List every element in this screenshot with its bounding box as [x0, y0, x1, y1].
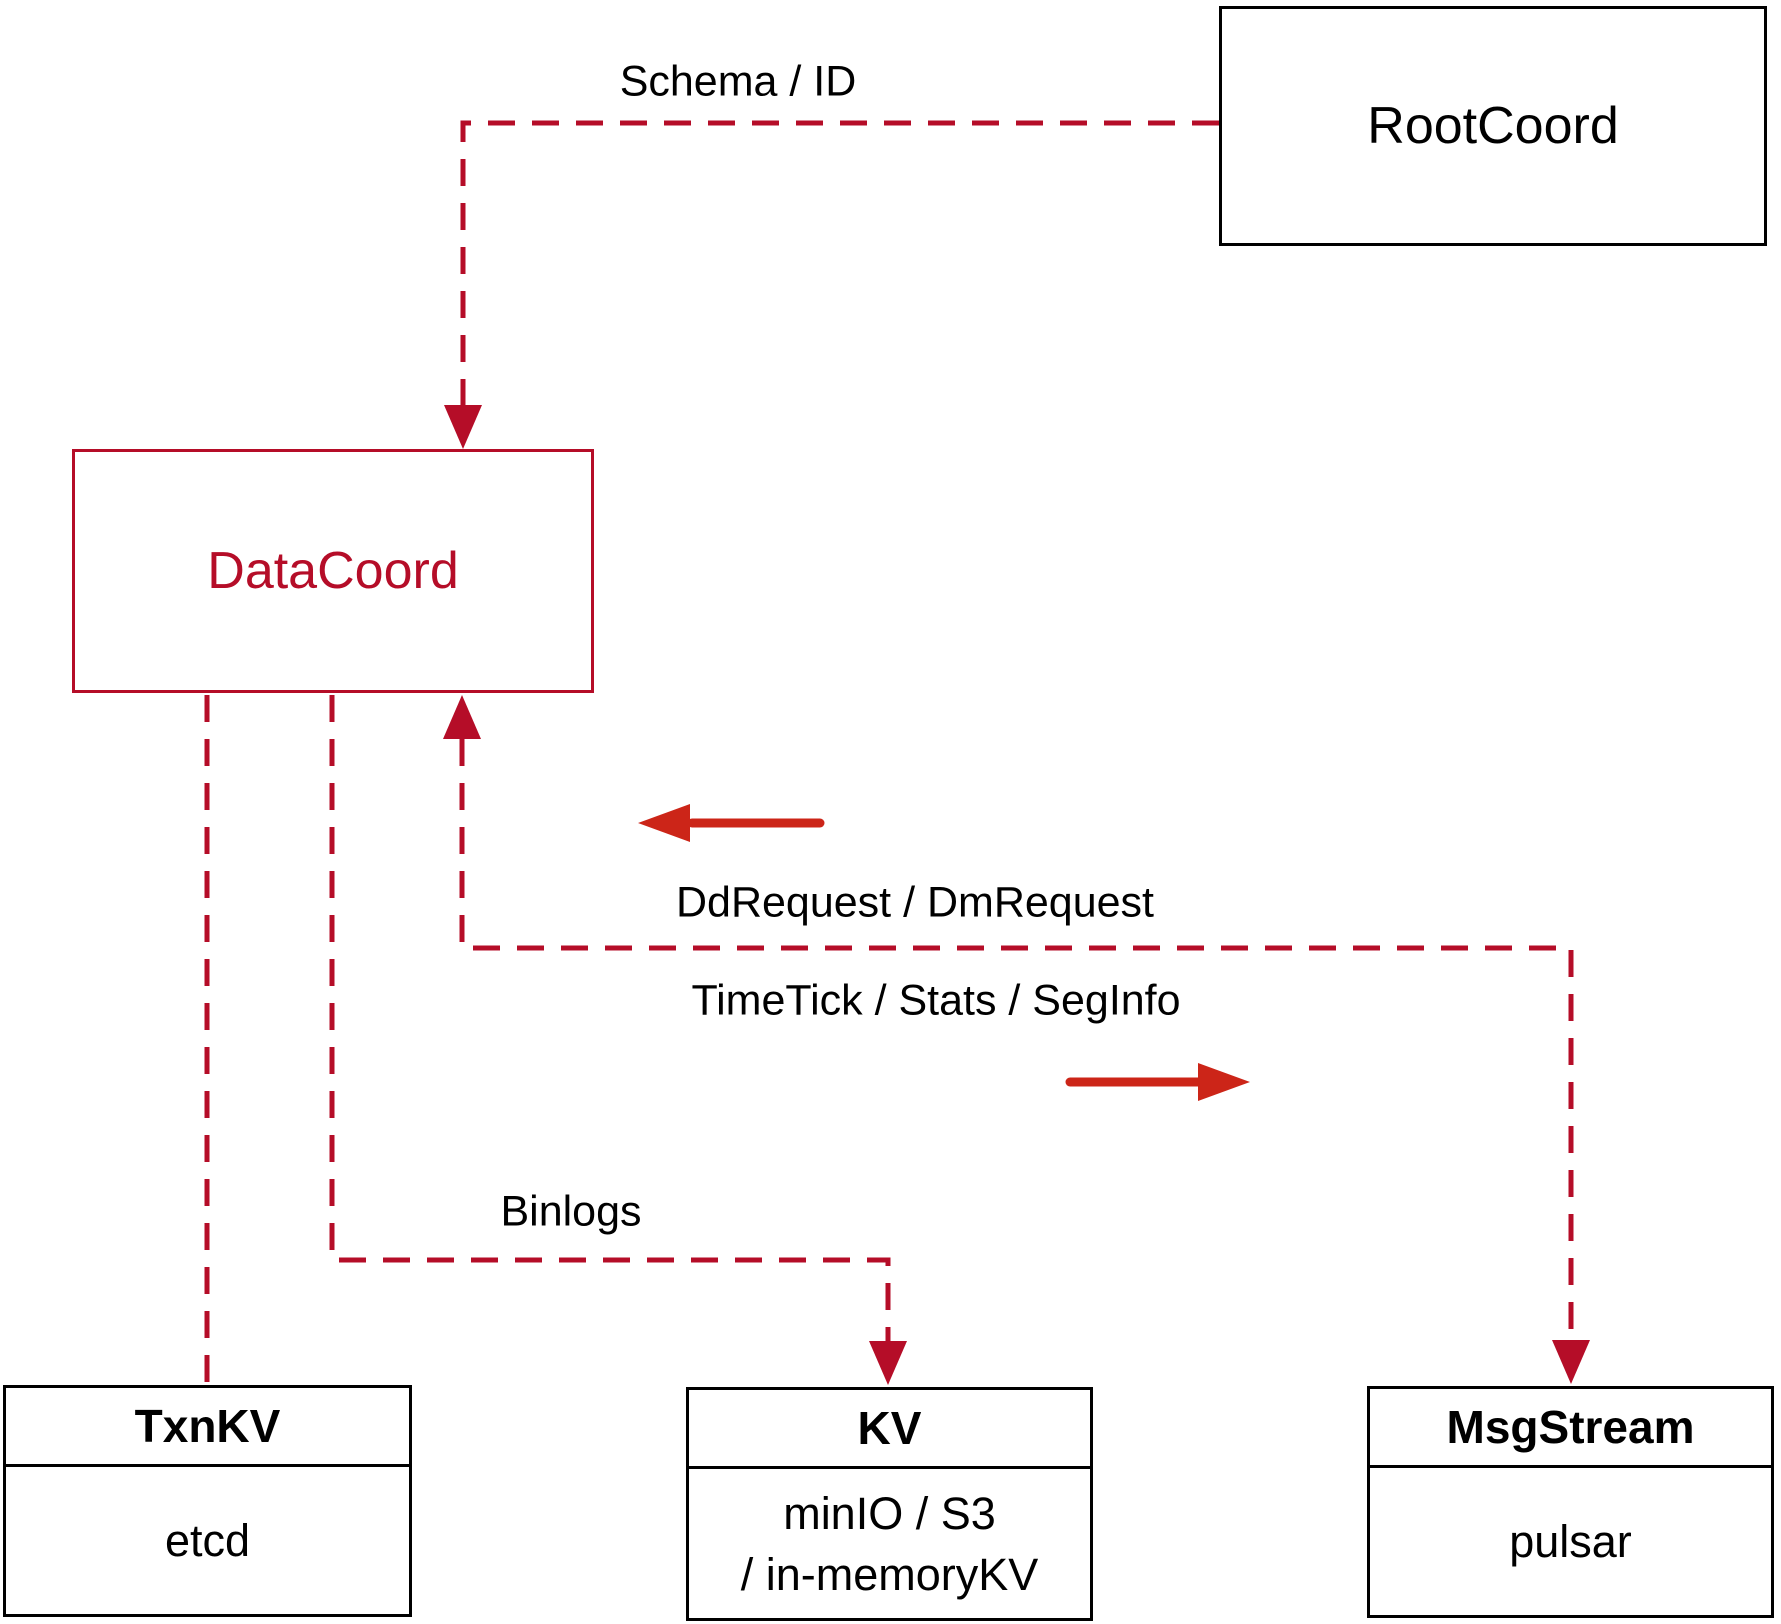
txnkv-title: TxnKV — [6, 1388, 409, 1467]
left-direction-arrow — [638, 804, 825, 842]
arrowhead-into-datacoord-top — [444, 405, 482, 449]
kv-body-line2: / in-memoryKV — [740, 1548, 1039, 1600]
msgstream-title: MsgStream — [1370, 1389, 1771, 1468]
kv-body-line1: minIO / S3 — [783, 1487, 996, 1539]
node-msgstream: MsgStream pulsar — [1367, 1386, 1774, 1618]
arrowhead-into-datacoord-bottom — [443, 695, 481, 739]
datacoord-label: DataCoord — [207, 542, 459, 600]
arrowhead-into-msgstream — [1552, 1340, 1590, 1384]
edge-binlogs — [329, 695, 891, 1341]
edge-label-time-tick: TimeTick / Stats / SegInfo — [691, 976, 1181, 1025]
node-datacoord: DataCoord — [72, 449, 594, 693]
edge-datacoord-msgstream — [459, 739, 1574, 1340]
msgstream-body: pulsar — [1509, 1516, 1632, 1567]
edge-label-schema-id: Schema / ID — [619, 57, 857, 106]
kv-title: KV — [689, 1390, 1090, 1469]
right-direction-arrow — [1065, 1063, 1250, 1101]
edge-label-binlogs: Binlogs — [500, 1187, 642, 1236]
edge-label-dd-request: DdRequest / DmRequest — [676, 878, 1154, 927]
txnkv-body: etcd — [164, 1515, 251, 1566]
edge-schema-id — [460, 120, 1219, 405]
rootcoord-label: RootCoord — [1367, 97, 1619, 155]
node-rootcoord: RootCoord — [1219, 6, 1767, 246]
node-kv: KV minIO / S3 / in-memoryKV — [686, 1387, 1093, 1621]
arrowhead-into-kv — [869, 1341, 907, 1385]
node-txnkv: TxnKV etcd — [3, 1385, 412, 1617]
